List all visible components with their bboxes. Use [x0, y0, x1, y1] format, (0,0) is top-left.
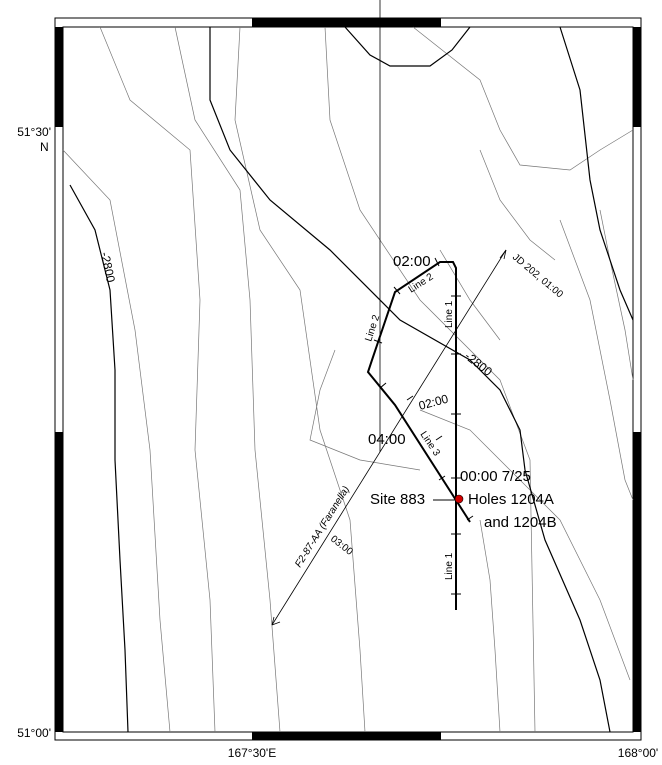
lat-hemisphere-label: N — [40, 140, 49, 154]
major-contours — [69, 26, 634, 733]
transit-jd-label: JD 202, 01:00 — [510, 252, 565, 301]
site-marker[interactable] — [454, 494, 464, 504]
minor-contours — [62, 26, 634, 733]
track-line1-upper-label: Line 1 — [444, 300, 455, 328]
contour-label-center: -2800 — [462, 349, 495, 379]
map-frame — [54, 17, 642, 741]
lat-top-label: 51°30' — [17, 125, 51, 139]
frame-bar-bottom — [252, 732, 441, 740]
frame-bar-right-top — [633, 27, 641, 127]
transit-track — [271, 0, 507, 626]
track-ticks — [373, 257, 474, 595]
track-time-0000: 00:00 7/25 — [460, 468, 531, 485]
frame-bar-top — [252, 18, 441, 27]
track-line1-lower-label: Line 1 — [444, 552, 455, 580]
lon-right-label: 168°00' — [618, 746, 658, 760]
transit-ship-label: F2-87-AA (Faranella) — [293, 484, 352, 569]
track-time-0400: 04:00 — [368, 431, 406, 448]
track-time-0200-mid: 02:00 — [417, 392, 450, 413]
site-label: Site 883 — [370, 491, 425, 508]
survey-track — [366, 261, 471, 610]
holes-label-line2: and 1204B — [484, 514, 557, 531]
lon-center-label: 167°30'E — [228, 746, 276, 760]
frame-bar-left-bottom — [55, 432, 63, 732]
contour-label-left: -2800 — [98, 251, 118, 284]
transit-time-0300: 03:00 — [328, 534, 355, 558]
holes-label-line1: Holes 1204A — [468, 491, 554, 508]
frame-bar-left-top — [55, 27, 63, 127]
track-time-0200-top: 02:00 — [393, 253, 431, 270]
lat-bottom-label: 51°00' — [17, 726, 51, 740]
frame-bar-right-bottom — [633, 432, 641, 732]
